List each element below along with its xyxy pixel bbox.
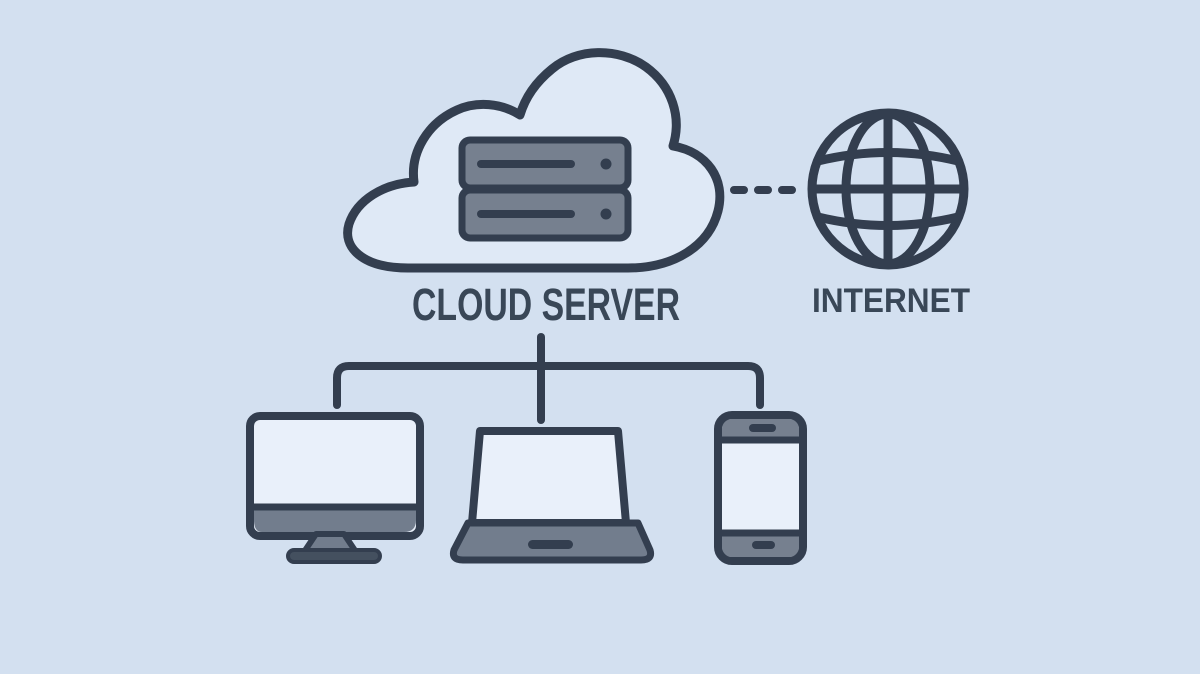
smartphone-icon bbox=[714, 411, 807, 565]
internet-node: INTERNET bbox=[807, 108, 970, 320]
cloud-server-node: CLOUD SERVER bbox=[343, 48, 725, 330]
internet-label: INTERNET bbox=[812, 282, 970, 320]
phone-home-button bbox=[752, 541, 775, 549]
laptop-screen bbox=[468, 427, 630, 527]
edge-cloud-to-devices bbox=[333, 333, 764, 424]
server-rack-icon bbox=[458, 136, 632, 242]
phone-speaker bbox=[749, 424, 776, 432]
desktop-computer-icon bbox=[246, 412, 424, 564]
laptop-icon bbox=[449, 427, 655, 564]
monitor-base bbox=[286, 548, 382, 564]
laptop-touchpad bbox=[528, 540, 573, 549]
cloud-server-label: CLOUD SERVER bbox=[412, 279, 680, 330]
globe-icon bbox=[807, 108, 969, 270]
